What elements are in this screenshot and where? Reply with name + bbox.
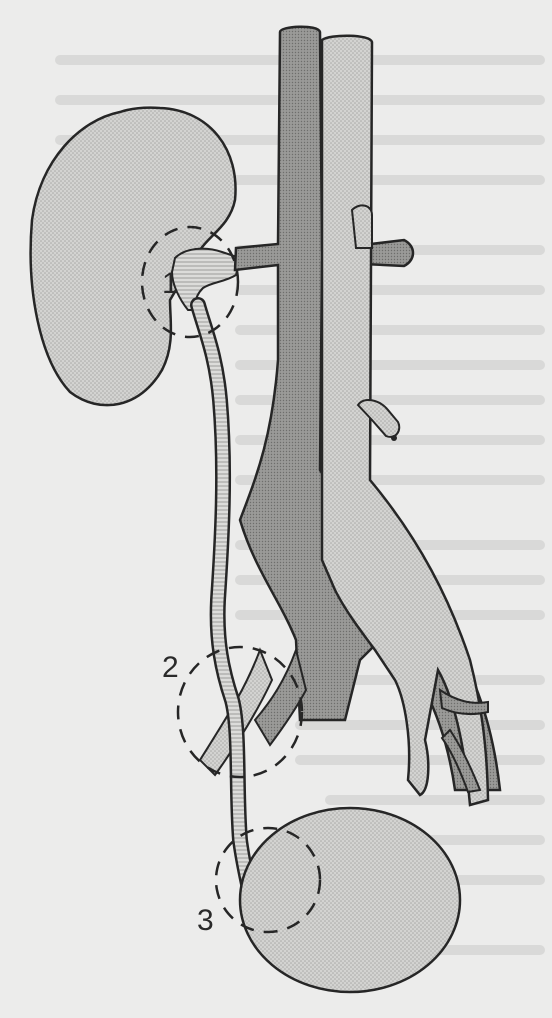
renal-vein-stub	[352, 205, 372, 248]
label-3: 3	[197, 904, 214, 937]
vessel-opening	[391, 435, 397, 441]
label-1: 1	[162, 267, 179, 300]
label-2: 2	[162, 651, 179, 684]
bladder	[240, 808, 460, 992]
renal-pelvis	[172, 249, 240, 310]
